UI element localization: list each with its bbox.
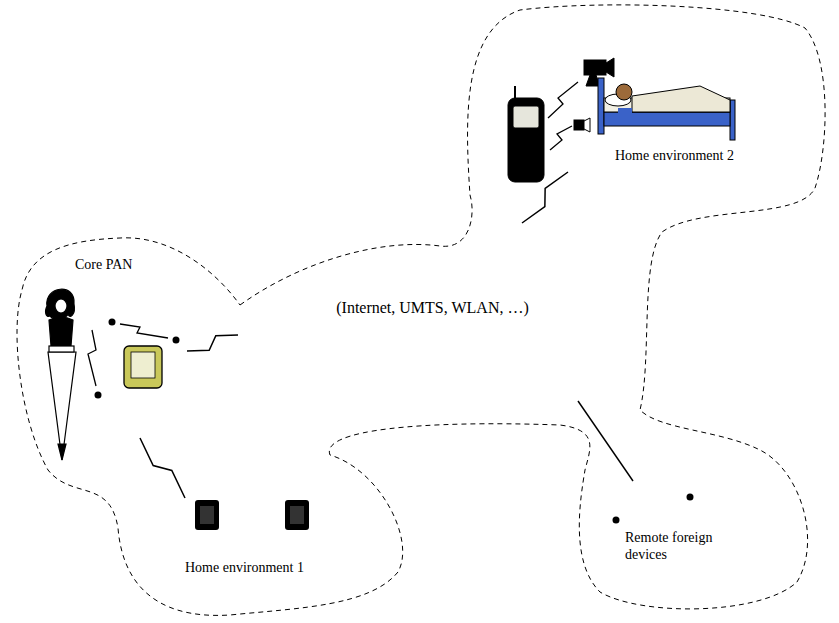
device-dot (173, 337, 180, 344)
bed-headboard (598, 78, 604, 134)
wireless-link (548, 82, 578, 118)
woman-hair (46, 289, 75, 319)
woman-belt (49, 346, 74, 352)
cloud-label: Remote foreign devices (625, 530, 729, 564)
camera-lens (606, 58, 614, 77)
home1-devices (195, 500, 309, 530)
woman-top (49, 317, 73, 346)
home-device-screen (290, 506, 304, 524)
cloud-outline (590, 455, 790, 600)
cloud-shape (228, 199, 638, 452)
label-holder: (Internet, UMTS, WLAN, …) (225, 298, 640, 317)
pn-boundary (17, 5, 825, 616)
cloud-shape (32, 278, 198, 452)
label-holder: Home environment 2 (615, 148, 785, 165)
device-dot (687, 494, 694, 501)
sensor-lens (584, 118, 590, 132)
sleeper-head (616, 84, 632, 100)
bed-frame (604, 112, 730, 126)
label-holder: Home environment 1 (185, 560, 355, 577)
cloud-outline (135, 465, 395, 610)
core-pan-cloud: Core PAN (30, 255, 200, 455)
woman-face (55, 299, 67, 313)
cloud-shape (593, 458, 788, 598)
home-device-screen (200, 506, 214, 524)
bed-blanket (632, 86, 730, 112)
cloud-shape (498, 17, 803, 199)
phone-screen (513, 106, 539, 128)
woman-skirt (48, 352, 76, 460)
wireless-link (140, 438, 185, 498)
mobile-phone (508, 98, 544, 182)
camera-body (584, 60, 606, 75)
cloud-label: Core PAN (75, 257, 185, 274)
pda-device (124, 346, 162, 388)
cloud-outline (495, 15, 805, 200)
label-holder: Remote foreign devices (625, 530, 729, 564)
wired-link (578, 401, 633, 481)
cloud-outline (225, 195, 640, 455)
wireless-link (88, 330, 96, 386)
pan-devices (88, 319, 180, 399)
remote-devices (613, 494, 694, 524)
home-environment-cloud: Home environment 2 (495, 15, 805, 200)
device-dot (613, 517, 620, 524)
bed-sensor (618, 108, 632, 114)
home-device (195, 500, 219, 530)
wireless-link (550, 126, 572, 150)
network-cloud: (Internet, UMTS, WLAN, …) (225, 195, 644, 455)
remote-devices-cloud: Remote foreign devices (590, 455, 790, 600)
wireless-link (120, 324, 168, 338)
home-device (285, 500, 309, 530)
pda-screen (131, 352, 155, 378)
cloud-label: Home environment 1 (185, 560, 355, 577)
cloud-outline (30, 255, 200, 455)
woman-feet (58, 444, 66, 460)
bed-footboard (730, 100, 735, 140)
cloud-label: Home environment 2 (615, 148, 785, 165)
woman-figure (46, 289, 76, 460)
sensor-device (574, 120, 584, 130)
cloud-shape (139, 468, 392, 609)
wireless-link (187, 335, 238, 351)
cloud-label: (Internet, UMTS, WLAN, …) (225, 298, 640, 317)
label-holder: Core PAN (75, 257, 185, 274)
device-dot (109, 319, 116, 326)
device-dot (95, 392, 102, 399)
home-environment-cloud: Home environment 1 (135, 465, 395, 610)
home2-devices (508, 58, 735, 182)
